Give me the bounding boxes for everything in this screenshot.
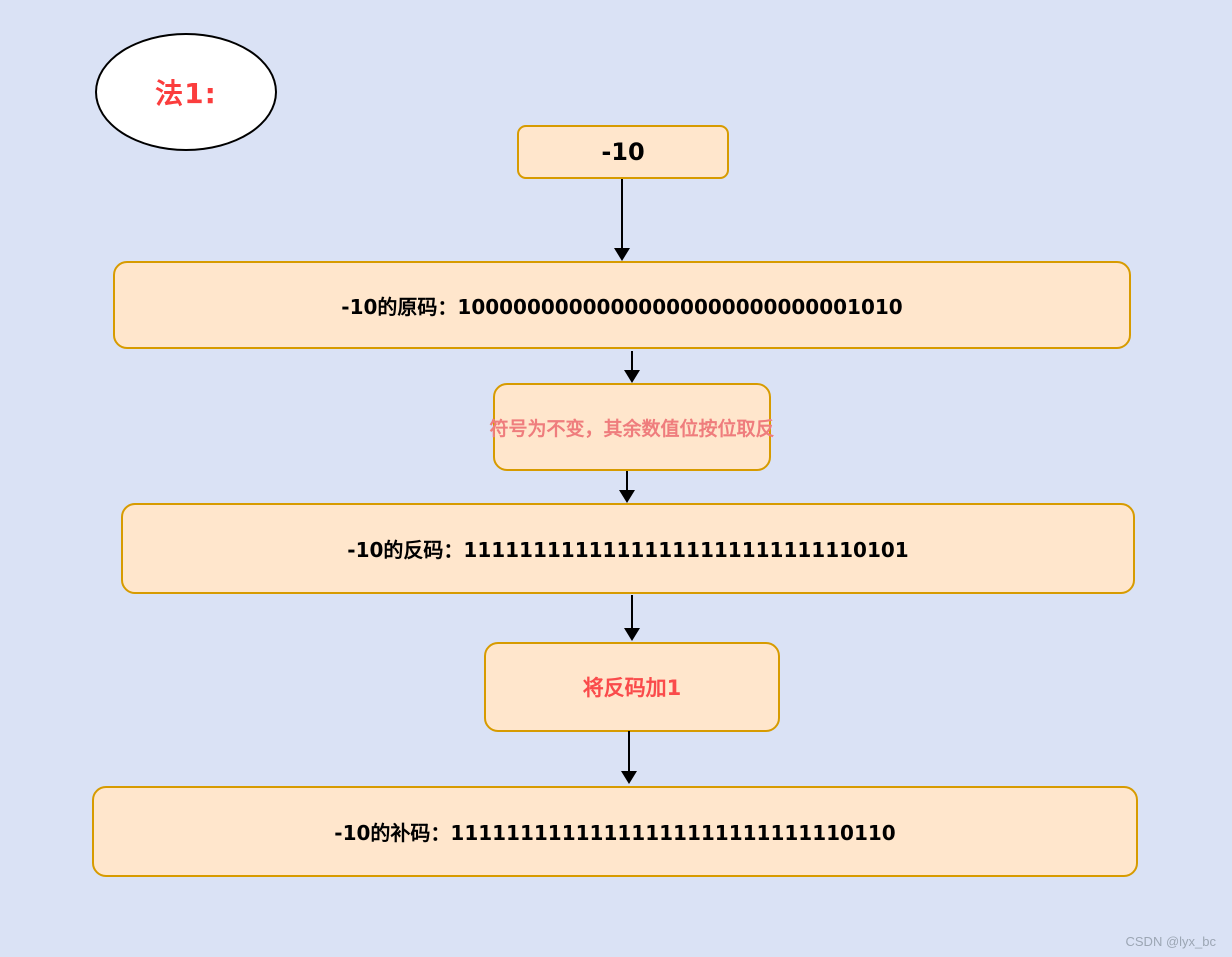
arrow-head-icon — [619, 490, 635, 503]
arrow-line — [621, 179, 623, 248]
method-label: 法1: — [155, 77, 217, 110]
node-ones-complement: -10的反码：11111111111111111111111111110101 — [121, 503, 1135, 594]
arrow-head-icon — [614, 248, 630, 261]
node-twos-complement-text: -10的补码：11111111111111111111111111110110 — [334, 821, 896, 845]
node-invert-rule: 符号为不变，其余数值位按位取反 — [490, 383, 775, 471]
node-invert-rule-text: 符号为不变，其余数值位按位取反 — [489, 417, 775, 440]
csdn-watermark: CSDN @lyx_bc — [1125, 934, 1217, 949]
node-add-one-rule: 将反码加1 — [484, 642, 780, 732]
arrow-line — [626, 471, 628, 490]
arrow-line — [631, 351, 633, 370]
node-original-code-text: -10的原码：10000000000000000000000000001010 — [341, 294, 903, 319]
arrow-line — [631, 595, 633, 628]
arrow-head-icon — [621, 771, 637, 784]
node-ones-complement-text: -10的反码：11111111111111111111111111110101 — [347, 538, 909, 562]
arrow-head-icon — [624, 628, 640, 641]
node-add-one-rule-text: 将反码加1 — [582, 676, 682, 700]
method-label-ellipse: 法1: — [95, 33, 277, 151]
node-start-value: -10 — [517, 125, 729, 179]
node-original-code: -10的原码：10000000000000000000000000001010 — [113, 261, 1131, 349]
arrow-line — [628, 731, 630, 771]
arrow-head-icon — [624, 370, 640, 383]
node-twos-complement: -10的补码：11111111111111111111111111110110 — [92, 786, 1138, 877]
node-start-text: -10 — [601, 138, 645, 166]
